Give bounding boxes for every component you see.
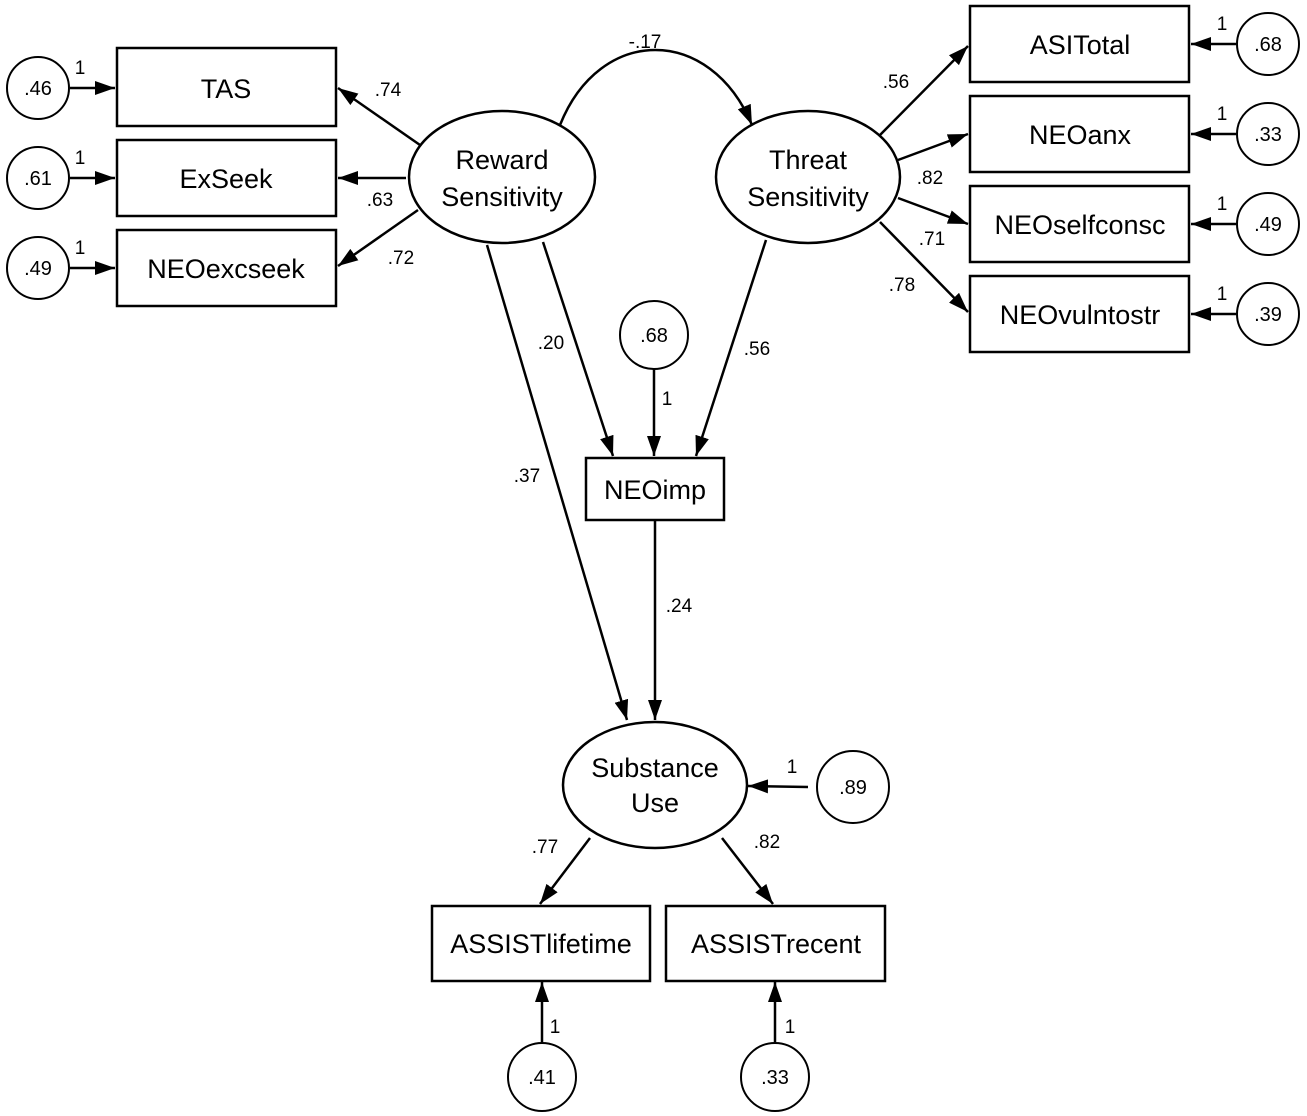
- error-asitotal: [1236, 12, 1300, 76]
- box-neoimp: [584, 456, 726, 522]
- path-reward-substance: [485, 244, 629, 721]
- error-neoexcseek: [6, 236, 70, 300]
- coef-threat-neoimp: .56: [744, 339, 770, 360]
- path-reward-neoexcseek: [337, 208, 419, 268]
- latent-substance-use: [561, 720, 749, 850]
- box-assist-lifetime: [430, 904, 652, 983]
- coef-reward-tas: .74: [375, 80, 402, 101]
- box-neovulntostr: [968, 274, 1191, 354]
- error-neoselfconsc: [1236, 192, 1300, 256]
- error-neovulntostr-loading: 1: [1217, 284, 1228, 305]
- error-substance-value: .89: [839, 777, 867, 799]
- label-substance-line1: Substance: [591, 753, 719, 783]
- box-assist-recent: [664, 904, 887, 983]
- coef-threat-neovulntostr: .78: [889, 275, 915, 296]
- path-threat-neoimp: [694, 239, 768, 457]
- path-threat-neoanx: [897, 132, 969, 162]
- label-neoselfconsc: NEOselfconsc: [994, 210, 1165, 240]
- error-assist-lifetime-value: .41: [528, 1067, 556, 1089]
- box-exseek: [115, 138, 338, 218]
- error-substance-loading: 1: [787, 757, 798, 778]
- error-neoanx: [1236, 102, 1300, 166]
- error-neoimp: [619, 300, 689, 370]
- error-exseek: [6, 146, 70, 210]
- path-substance-recent: [721, 837, 774, 905]
- error-exseek-value: .61: [24, 168, 52, 190]
- error-neoimp-value: .68: [640, 325, 668, 347]
- label-neoanx: NEOanx: [1029, 120, 1132, 150]
- error-neoselfconsc-value: .49: [1254, 214, 1282, 236]
- error-tas-loading: 1: [75, 58, 86, 79]
- box-tas: [115, 46, 338, 128]
- error-assist-lifetime: [507, 1042, 577, 1112]
- err-arrow-substance: [747, 779, 809, 794]
- path-reward-tas: [337, 86, 421, 147]
- box-asitotal: [968, 4, 1191, 84]
- error-tas: [6, 56, 70, 120]
- path-substance-lifetime: [539, 837, 591, 905]
- path-threat-neoselfconsc: [897, 196, 969, 226]
- label-assist-lifetime: ASSISTlifetime: [450, 929, 632, 959]
- error-asitotal-loading: 1: [1217, 14, 1228, 35]
- covariance-arc: [546, 48, 754, 147]
- label-asitotal: ASITotal: [1030, 30, 1131, 60]
- label-reward-line1: Reward: [455, 145, 548, 175]
- label-reward-line2: Sensitivity: [441, 182, 563, 212]
- box-neoselfconsc: [968, 184, 1191, 264]
- error-neoanx-loading: 1: [1217, 104, 1228, 125]
- path-threat-neovulntostr: [879, 221, 969, 313]
- coef-reward-substance: .37: [514, 466, 540, 487]
- box-neoexcseek: [115, 228, 338, 308]
- error-assist-lifetime-loading: 1: [550, 1017, 561, 1038]
- label-threat-line1: Threat: [769, 145, 848, 175]
- error-neoselfconsc-loading: 1: [1217, 194, 1228, 215]
- path-reward-neoimp: [541, 241, 615, 457]
- error-tas-value: .46: [24, 78, 52, 100]
- label-threat-line2: Sensitivity: [747, 182, 869, 212]
- latent-threat-sensitivity: [714, 109, 902, 245]
- error-assist-recent-value: .33: [761, 1067, 789, 1089]
- label-tas: TAS: [201, 74, 252, 104]
- error-exseek-loading: 1: [75, 148, 86, 169]
- label-substance-line2: Use: [631, 788, 679, 818]
- error-assist-recent: [740, 1042, 810, 1112]
- error-neovulntostr: [1236, 282, 1300, 346]
- label-exseek: ExSeek: [179, 164, 273, 194]
- label-neoimp: NEOimp: [604, 475, 706, 505]
- path-threat-asitotal: [879, 45, 969, 136]
- label-assist-recent: ASSISTrecent: [691, 929, 862, 959]
- error-assist-recent-loading: 1: [785, 1017, 796, 1038]
- latent-reward-sensitivity: [407, 109, 597, 245]
- error-neoexcseek-loading: 1: [75, 238, 86, 259]
- error-substance: [816, 750, 890, 824]
- label-neoexcseek: NEOexcseek: [147, 254, 305, 284]
- box-neoanx: [968, 94, 1191, 174]
- error-neoanx-value: .33: [1254, 124, 1282, 146]
- coef-reward-exseek: .63: [367, 190, 393, 211]
- error-neoimp-loading: 1: [662, 389, 673, 410]
- error-neovulntostr-value: .39: [1254, 304, 1282, 326]
- label-neovulntostr: NEOvulntostr: [1000, 300, 1161, 330]
- coef-neoimp-substance: .24: [666, 596, 693, 617]
- error-asitotal-value: .68: [1254, 34, 1282, 56]
- coef-reward-neoexcseek: .72: [388, 248, 414, 269]
- coef-substance-lifetime: .77: [532, 837, 558, 858]
- coef-threat-neoselfconsc: .71: [919, 229, 945, 250]
- coef-covariance: -.17: [629, 32, 662, 53]
- coef-reward-neoimp: .20: [538, 333, 564, 354]
- error-neoexcseek-value: .49: [24, 258, 52, 280]
- coef-threat-neoanx: .82: [917, 168, 943, 189]
- coef-substance-recent: .82: [754, 832, 780, 853]
- coef-threat-asitotal: .56: [883, 72, 909, 93]
